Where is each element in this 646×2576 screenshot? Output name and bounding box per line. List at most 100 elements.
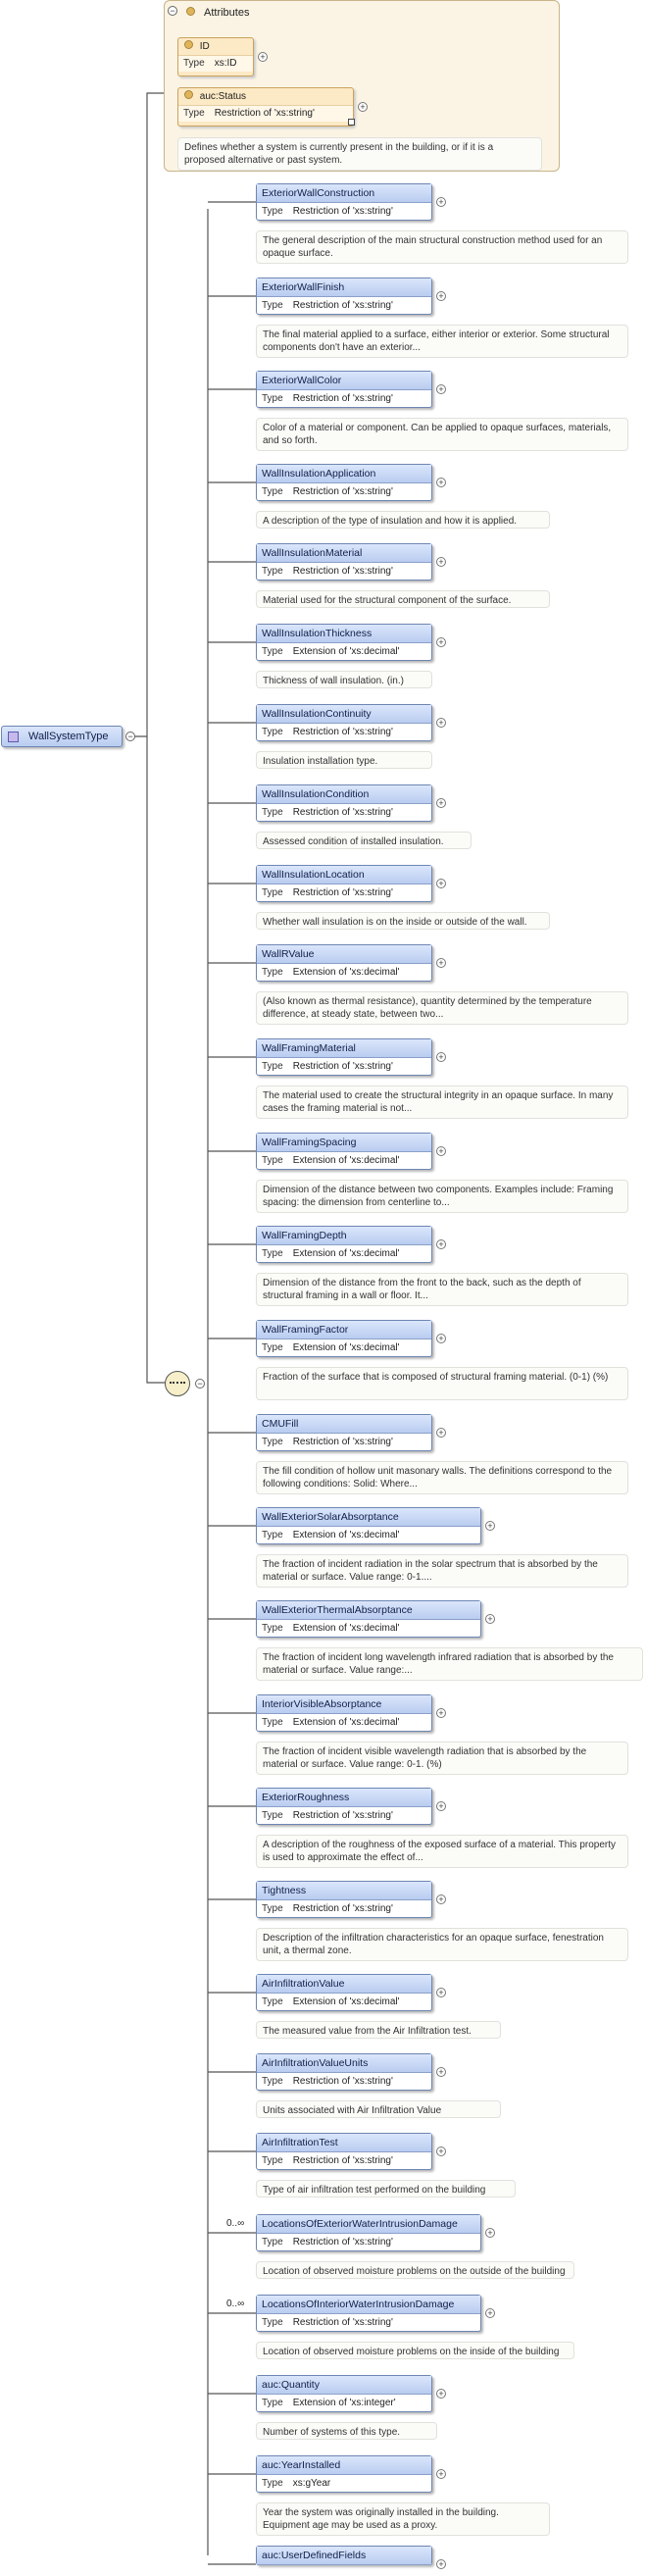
- expand-icon[interactable]: +: [436, 718, 446, 728]
- expand-icon[interactable]: +: [436, 1052, 446, 1062]
- element-doc: The fill condition of hollow unit masona…: [256, 1461, 628, 1494]
- element-auc-userdefinedfields[interactable]: auc:UserDefinedFields: [256, 2546, 432, 2565]
- link-icon[interactable]: [348, 119, 355, 126]
- expand-icon[interactable]: +: [436, 1708, 446, 1718]
- collapse-icon[interactable]: −: [168, 6, 177, 16]
- element-name: ExteriorWallFinish: [257, 278, 431, 297]
- expand-icon[interactable]: +: [436, 197, 446, 207]
- expand-icon[interactable]: +: [436, 384, 446, 394]
- expand-icon[interactable]: +: [436, 1428, 446, 1438]
- expand-icon[interactable]: +: [485, 1521, 495, 1531]
- attribute-status-type: Restriction of 'xs:string': [214, 108, 315, 119]
- expand-icon[interactable]: +: [436, 291, 446, 301]
- element-type: Extension of 'xs:decimal': [292, 646, 400, 657]
- expand-icon[interactable]: +: [436, 2147, 446, 2156]
- expand-icon[interactable]: +: [436, 1894, 446, 1904]
- expand-icon[interactable]: +: [436, 958, 446, 968]
- expand-icon[interactable]: +: [436, 2559, 446, 2569]
- expand-icon[interactable]: +: [485, 1614, 495, 1624]
- type-label: Type: [262, 2237, 283, 2248]
- type-label: Type: [262, 1248, 283, 1259]
- element-type: Extension of 'xs:decimal': [292, 1717, 400, 1728]
- element-name: ExteriorRoughness: [257, 1789, 431, 1807]
- expand-icon[interactable]: +: [436, 478, 446, 487]
- expand-icon[interactable]: +: [485, 2228, 495, 2238]
- element-type: Extension of 'xs:decimal': [292, 1155, 400, 1166]
- expand-icon[interactable]: +: [436, 1988, 446, 1997]
- type-label: Type: [262, 486, 283, 497]
- element-name: auc:UserDefinedFields: [257, 2547, 431, 2565]
- expand-icon[interactable]: +: [436, 798, 446, 808]
- element-doc: (Also known as thermal resistance), quan…: [256, 991, 628, 1025]
- expand-icon[interactable]: +: [436, 1334, 446, 1343]
- element-name: InteriorVisibleAbsorptance: [257, 1695, 431, 1714]
- element-type: Extension of 'xs:decimal': [292, 1342, 400, 1353]
- expand-icon[interactable]: +: [436, 1801, 446, 1811]
- element-type: Restriction of 'xs:string': [292, 1810, 393, 1821]
- expand-icon[interactable]: +: [436, 879, 446, 888]
- element-type: Restriction of 'xs:string': [292, 566, 393, 577]
- element-name: WallInsulationCondition: [257, 785, 431, 804]
- expand-icon[interactable]: +: [436, 2389, 446, 2399]
- element-type: Extension of 'xs:decimal': [292, 1530, 400, 1541]
- element-icon: [8, 732, 19, 742]
- expand-icon[interactable]: +: [436, 1146, 446, 1156]
- expand-icon[interactable]: +: [485, 2308, 495, 2318]
- expand-icon[interactable]: +: [258, 52, 268, 62]
- collapse-icon[interactable]: −: [195, 1379, 205, 1389]
- expand-icon[interactable]: +: [436, 1239, 446, 1249]
- expand-icon[interactable]: +: [358, 102, 368, 112]
- collapse-icon[interactable]: −: [125, 732, 135, 741]
- type-label: Type: [262, 1903, 283, 1914]
- expand-icon[interactable]: +: [436, 637, 446, 647]
- root-element[interactable]: WallSystemType: [1, 726, 123, 747]
- type-label: Type: [262, 1717, 283, 1728]
- expand-icon[interactable]: +: [436, 2067, 446, 2077]
- sequence-compositor[interactable]: [165, 1371, 190, 1396]
- type-label: Type: [262, 2155, 283, 2166]
- type-label: Type: [262, 2317, 283, 2328]
- root-element-name: WallSystemType: [28, 731, 109, 742]
- expand-icon[interactable]: +: [436, 557, 446, 567]
- element-name: WallExteriorThermalAbsorptance: [257, 1601, 480, 1620]
- element-type: xs:gYear: [292, 2478, 331, 2489]
- cardinality-label: 0..∞: [226, 2298, 245, 2309]
- element-name: WallRValue: [257, 945, 431, 964]
- expand-icon[interactable]: +: [436, 2469, 446, 2479]
- element-doc: Fraction of the surface that is composed…: [256, 1367, 628, 1400]
